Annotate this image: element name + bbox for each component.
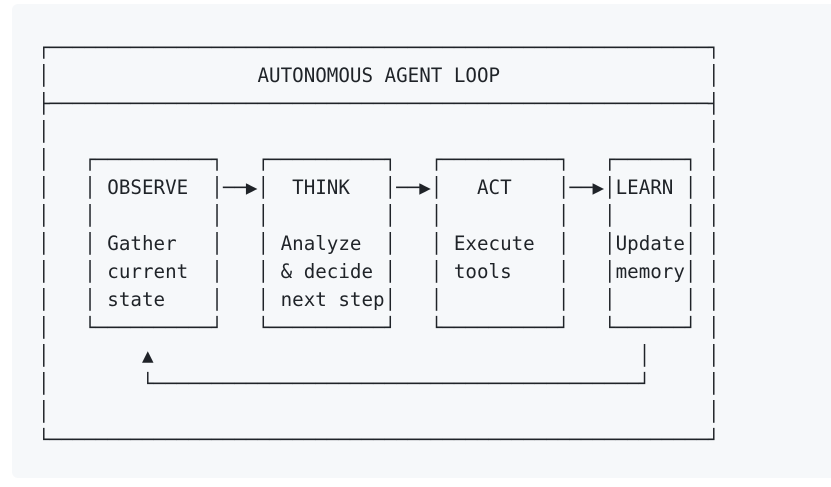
code-block: ┌───────────────────────────────────────…: [12, 4, 831, 478]
ascii-diagram-autonomous-agent-loop: ┌───────────────────────────────────────…: [38, 36, 720, 451]
